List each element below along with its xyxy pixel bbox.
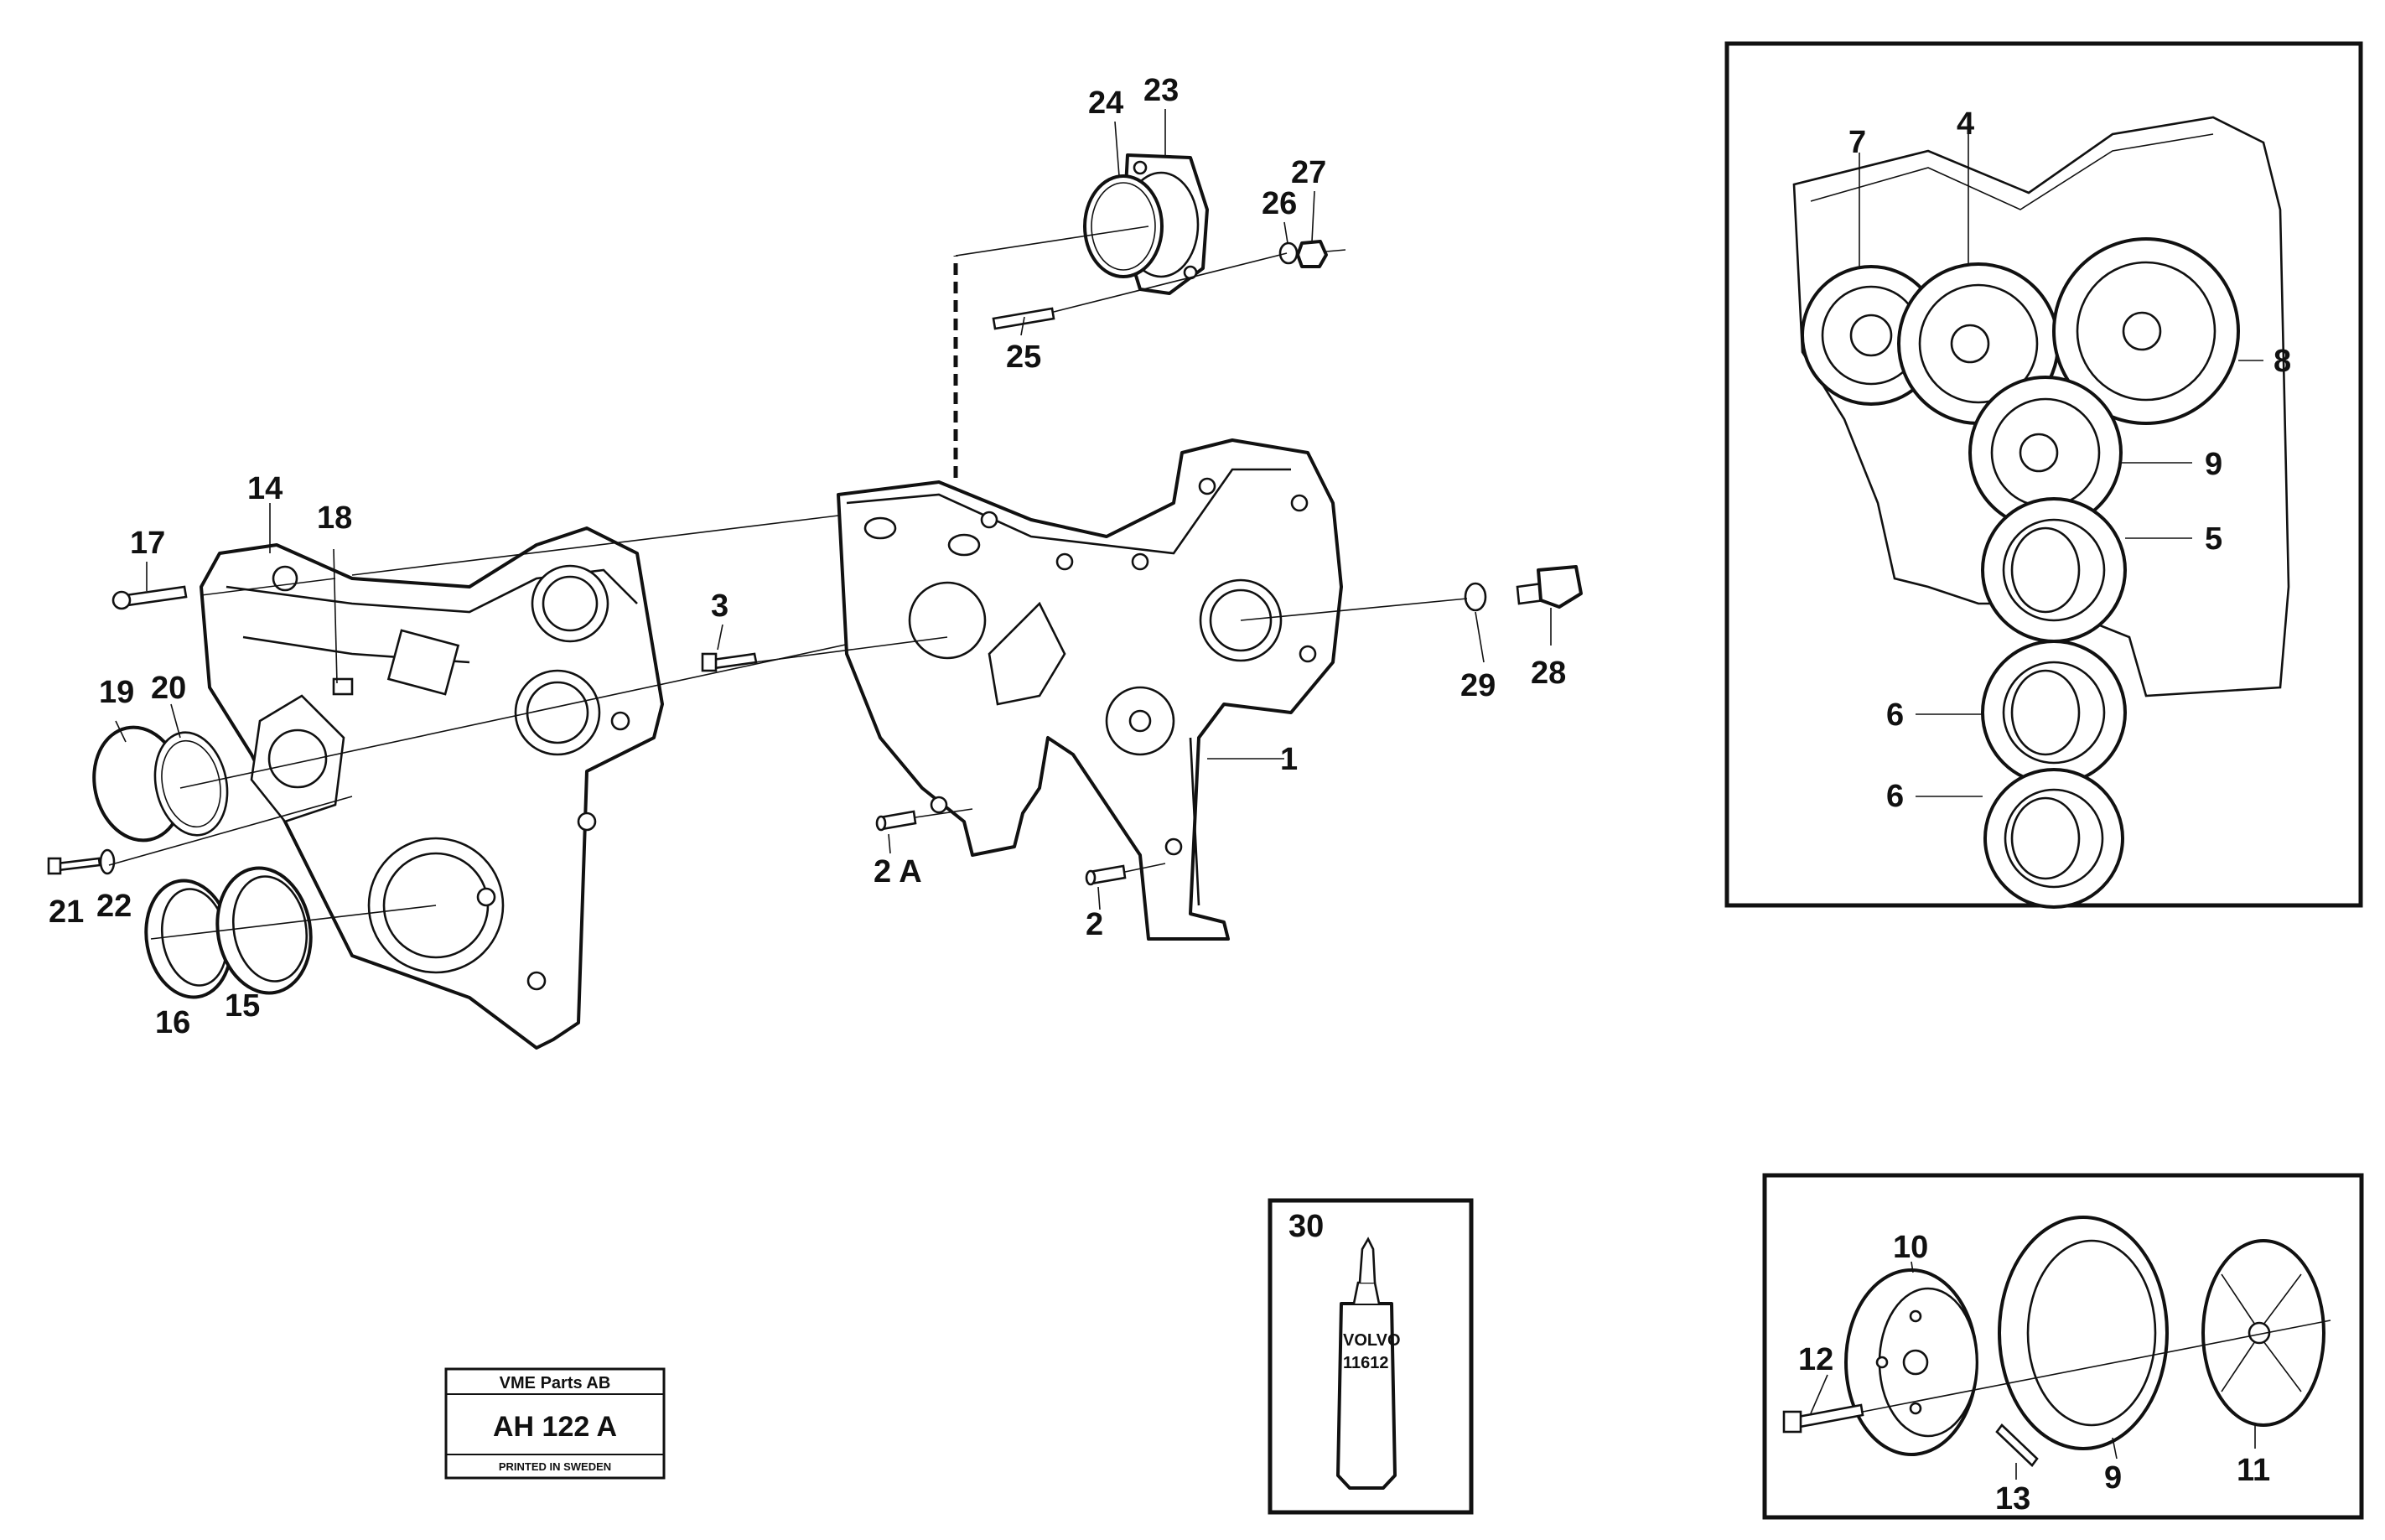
callout-3: 3 — [711, 589, 728, 624]
sealant-box-30: VOLVO 11612 — [1268, 1198, 1474, 1515]
callout-27: 27 — [1291, 155, 1326, 190]
callout-28: 28 — [1531, 656, 1566, 691]
callout-9-lower: 9 — [2104, 1460, 2122, 1496]
callout-10: 10 — [1893, 1230, 1928, 1265]
inset-crank-gear — [1762, 1173, 2364, 1520]
callout-15: 15 — [225, 988, 260, 1024]
callout-19: 19 — [99, 675, 134, 710]
callout-2: 2 — [1086, 907, 1103, 942]
callout-26: 26 — [1262, 186, 1297, 221]
bottle-brand-text: VOLVO — [1343, 1331, 1401, 1350]
callout-25: 25 — [1006, 340, 1041, 375]
callout-20: 20 — [151, 671, 186, 706]
screw-13 — [1995, 1423, 2039, 1467]
nut-27 — [1296, 240, 1328, 268]
callout-29: 29 — [1460, 668, 1496, 703]
gasket-20 — [153, 731, 229, 837]
seal-ring-16 — [144, 879, 233, 999]
callout-9-upper: 9 — [2205, 447, 2222, 482]
seal-ring-15 — [215, 866, 313, 995]
sealing-washer-29 — [1464, 582, 1487, 612]
callout-labels: 1 2 2 A 3 4 5 6 6 7 8 9 9 10 11 12 13 14… — [49, 73, 2291, 1517]
hub-10 — [1844, 1268, 1978, 1456]
sealant-bottle: VOLVO 11612 — [1336, 1237, 1401, 1490]
bolt-12 — [1782, 1403, 1864, 1434]
callout-21: 21 — [49, 894, 84, 930]
assembly-lines-center — [754, 256, 1468, 873]
callout-11: 11 — [2237, 1453, 2270, 1488]
washer-22 — [99, 848, 116, 875]
dowel-pin-2a — [875, 810, 917, 832]
screw-21 — [47, 857, 101, 875]
bolt-17 — [111, 585, 188, 610]
callout-12: 12 — [1798, 1342, 1833, 1377]
outer-timing-cover — [200, 526, 664, 1050]
callout-13: 13 — [1995, 1481, 2030, 1517]
plug-28 — [1516, 565, 1583, 609]
callout-1: 1 — [1280, 742, 1298, 777]
dowel-pin-2 — [1085, 864, 1127, 886]
stamp-code: AH 122 A — [493, 1411, 617, 1443]
callout-14: 14 — [247, 471, 283, 506]
callout-23: 23 — [1143, 73, 1179, 108]
callout-30: 30 — [1288, 1209, 1324, 1244]
assembly-lines-left — [108, 515, 940, 940]
leader-lines — [115, 109, 2263, 1480]
stamp-footer: PRINTED IN SWEDEN — [499, 1460, 611, 1473]
callout-22: 22 — [96, 889, 132, 924]
callout-4: 4 — [1957, 106, 1974, 142]
callout-24: 24 — [1088, 86, 1123, 121]
publisher-stamp: VME Parts AB AH 122 A PRINTED IN SWEDEN — [444, 1367, 666, 1480]
screw-3 — [701, 652, 758, 672]
washer-26 — [1278, 241, 1299, 265]
stamp-company: VME Parts AB — [500, 1374, 611, 1392]
callout-7: 7 — [1848, 125, 1866, 160]
bottle-number-text: 11612 — [1343, 1354, 1389, 1372]
o-ring-24 — [1083, 174, 1164, 278]
callout-17: 17 — [130, 526, 165, 561]
crank-gear-9 — [1998, 1216, 2169, 1450]
callout-16: 16 — [155, 1005, 190, 1040]
callout-6-lower: 6 — [1886, 779, 1904, 814]
assembly-lines-top — [955, 226, 1346, 313]
inset-gear-train — [1724, 41, 2363, 909]
callout-6-upper: 6 — [1886, 697, 1904, 733]
callout-18: 18 — [317, 500, 352, 536]
callout-2a: 2 A — [874, 854, 922, 889]
callout-5: 5 — [2205, 521, 2222, 557]
plug-18 — [332, 677, 354, 696]
callout-8: 8 — [2274, 344, 2291, 379]
